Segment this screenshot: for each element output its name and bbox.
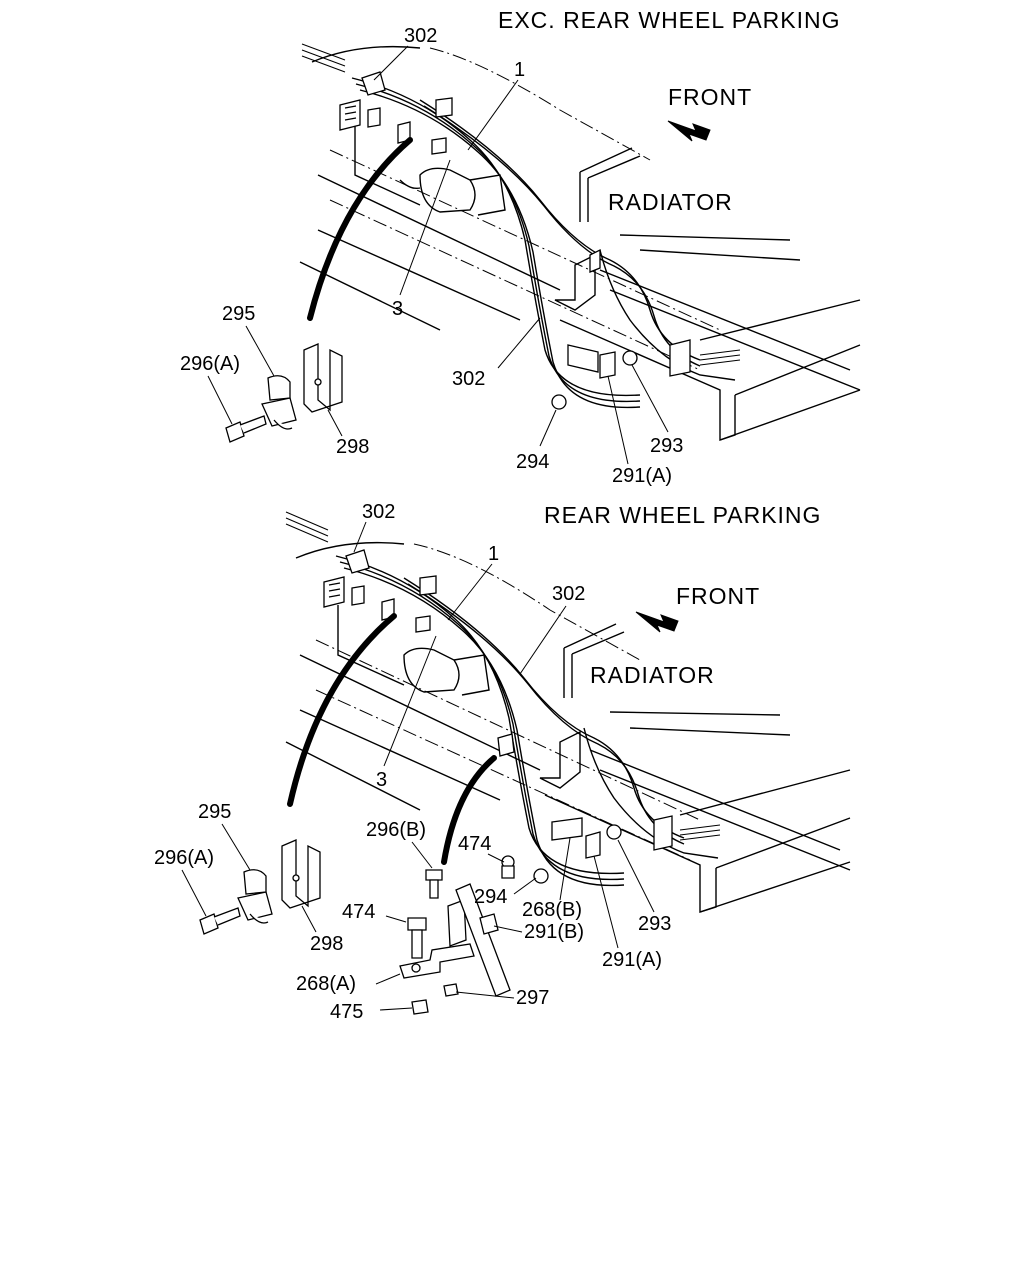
- upper-detail-pointer: [307, 137, 413, 321]
- lower-callout-291b: 291(B): [524, 921, 584, 943]
- lower-callout-295: 295: [198, 801, 231, 823]
- lower-callout-474a: 474: [458, 833, 491, 855]
- lower-callout-302a: 302: [362, 501, 395, 523]
- lower-callout-1: 1: [488, 543, 499, 565]
- upper-callout-302b: 302: [452, 368, 485, 390]
- lower-detail-bolt-474: [407, 917, 427, 959]
- lower-callout-294: 294: [474, 886, 507, 908]
- lower-callout-297: 297: [516, 987, 549, 1009]
- lower-radiator-label: RADIATOR: [590, 662, 715, 688]
- lower-detail-pointer-left: [287, 613, 397, 807]
- lower-brake-pipes: [335, 555, 719, 887]
- lower-callout-296a: 296(A): [154, 847, 214, 869]
- lower-detail-nut-297: [443, 983, 459, 997]
- upper-heading: EXC. REAR WHEEL PARKING: [498, 7, 841, 33]
- upper-callout-291a: 291(A): [612, 465, 672, 487]
- upper-front-label: FRONT: [668, 84, 752, 110]
- lower-fittings: [323, 549, 673, 884]
- upper-callout-294: 294: [516, 451, 549, 473]
- lower-detail-bolt-296b: [425, 869, 443, 899]
- lower-callout-293: 293: [638, 913, 671, 935]
- upper-callout-293: 293: [650, 435, 683, 457]
- upper-radiator-label: RADIATOR: [608, 189, 733, 215]
- lower-callout-302b: 302: [552, 583, 585, 605]
- lower-detail-rail-291b: [455, 883, 511, 997]
- lower-callout-3: 3: [376, 769, 387, 791]
- lower-callout-268b: 268(B): [522, 899, 582, 921]
- upper-radiator-outline: [579, 147, 641, 222]
- lower-callout-475: 475: [330, 1001, 363, 1023]
- upper-callout-1: 1: [514, 59, 525, 81]
- lower-callouts: 302 1 302 3 295 296(A) 298 296(B) 474 29…: [154, 501, 671, 1023]
- upper-view: EXC. REAR WHEEL PARKING FRONT RADIATOR: [180, 7, 861, 487]
- lower-callout-268a: 268(A): [296, 973, 356, 995]
- lower-callout-291a: 291(A): [602, 949, 662, 971]
- lower-callout-298: 298: [310, 933, 343, 955]
- lower-detail-pointer-right: [441, 755, 497, 865]
- lower-detail-clip-295: [237, 869, 273, 924]
- lower-view: REAR WHEEL PARKING FRONT RADIATOR: [154, 501, 851, 1023]
- lower-front-label: FRONT: [676, 583, 760, 609]
- upper-front-arrow-icon: [667, 120, 711, 142]
- upper-detail-bolt-296a: [225, 415, 267, 443]
- lower-detail-bolt-296a: [199, 907, 241, 935]
- upper-fittings: [339, 71, 691, 410]
- lower-heading: REAR WHEEL PARKING: [544, 502, 821, 528]
- upper-callouts: 302 1 3 295 296(A) 298 302 293 294 291(A…: [180, 25, 683, 487]
- upper-detail-bracket-298: [303, 343, 343, 413]
- upper-callout-296a: 296(A): [180, 353, 240, 375]
- upper-callout-298: 298: [336, 436, 369, 458]
- upper-detail-clip-295: [261, 375, 297, 430]
- lower-callout-296b: 296(B): [366, 819, 426, 841]
- lower-detail-bracket-298: [281, 839, 321, 909]
- lower-detail-bracket-268a: [399, 899, 475, 979]
- upper-callout-3: 3: [392, 298, 403, 320]
- upper-callout-295: 295: [222, 303, 255, 325]
- lower-radiator-outline: [563, 623, 625, 698]
- lower-callout-474b: 474: [342, 901, 375, 923]
- upper-callout-302a: 302: [404, 25, 437, 47]
- lower-front-arrow-icon: [635, 611, 679, 633]
- lower-detail-nut-475: [411, 999, 429, 1015]
